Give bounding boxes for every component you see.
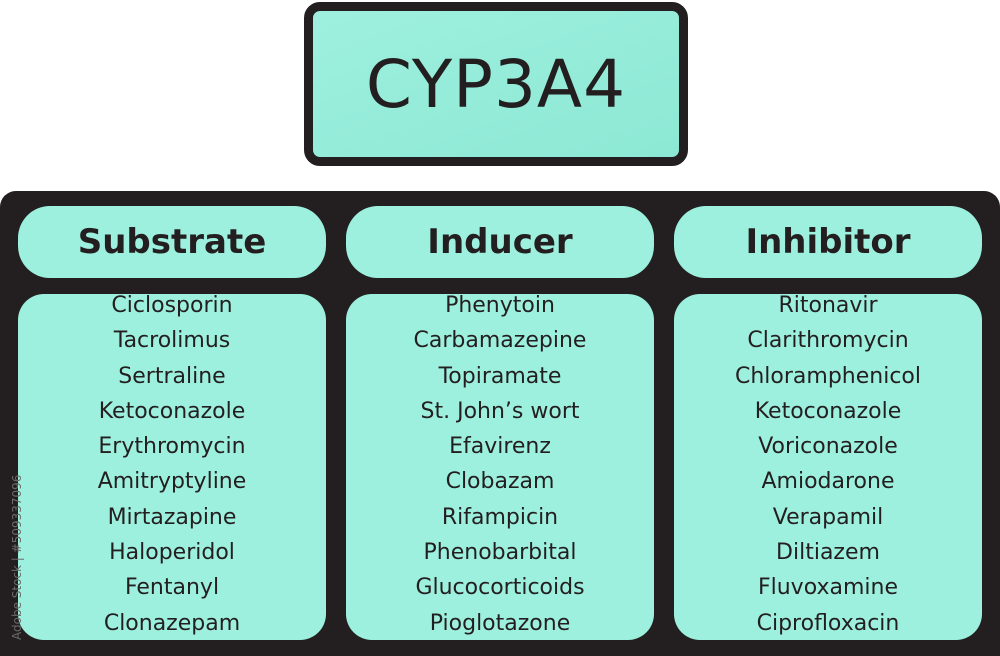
column-header: Substrate [77, 222, 267, 262]
drug-item: Fentanyl [124, 575, 220, 601]
drug-item: Sertraline [118, 363, 226, 389]
drug-list-box: Ciclosporin Tacrolimus Sertraline Ketoco… [18, 293, 326, 640]
drug-item: Ketoconazole [754, 398, 902, 424]
drug-item: Topiramate [438, 363, 562, 389]
drug-item: Haloperidol [109, 540, 235, 566]
stock-watermark: Adobe Stock | #509337096 [10, 474, 24, 640]
column-header-pill: Substrate [18, 206, 326, 278]
drug-item: Diltiazem [776, 540, 880, 566]
drug-list: Ciclosporin Tacrolimus Sertraline Ketoco… [18, 291, 326, 644]
drug-list-box: Ritonavir Clarithromycin Chloramphenicol… [674, 293, 982, 640]
column-header: Inhibitor [745, 222, 911, 262]
drug-item: Phenytoin [445, 293, 555, 318]
drug-item: Ciclosporin [111, 293, 233, 318]
drug-list-box: Phenytoin Carbamazepine Topiramate St. J… [346, 293, 654, 640]
drug-list: Ritonavir Clarithromycin Chloramphenicol… [674, 291, 982, 644]
category-panel: Substrate Ciclosporin Tacrolimus Sertral… [0, 191, 1000, 656]
drug-item: Carbamazepine [413, 328, 587, 354]
drug-item: Verapamil [772, 504, 884, 530]
drug-item: Phenobarbital [423, 540, 577, 566]
drug-item: Fluvoxamine [757, 575, 899, 601]
drug-item: Voriconazole [758, 434, 898, 460]
drug-item: Amiodarone [761, 469, 895, 495]
title-box: CYP3A4 [304, 2, 688, 166]
drug-item: Tacrolimus [113, 328, 231, 354]
column-substrate: Substrate Ciclosporin Tacrolimus Sertral… [18, 191, 326, 656]
drug-item: Clonazepam [103, 610, 241, 636]
drug-item: Clarithromycin [747, 328, 909, 354]
drug-item: Ketoconazole [98, 398, 246, 424]
drug-item: Amitryptyline [97, 469, 247, 495]
drug-item: Efavirenz [449, 434, 551, 460]
column-header-pill: Inhibitor [674, 206, 982, 278]
drug-item: Ciprofloxacin [756, 610, 900, 636]
drug-item: Ritonavir [778, 293, 878, 318]
drug-item: St. John’s wort [420, 398, 580, 424]
column-header-pill: Inducer [346, 206, 654, 278]
drug-item: Rifampicin [441, 504, 559, 530]
drug-item: Mirtazapine [107, 504, 237, 530]
diagram-title: CYP3A4 [365, 45, 627, 123]
column-inhibitor: Inhibitor Ritonavir Clarithromycin Chlor… [674, 191, 982, 656]
column-inducer: Inducer Phenytoin Carbamazepine Topirama… [346, 191, 654, 656]
drug-item: Pioglotazone [429, 610, 571, 636]
drug-item: Glucocorticoids [415, 575, 585, 601]
drug-list: Phenytoin Carbamazepine Topiramate St. J… [346, 291, 654, 644]
drug-item: Chloramphenicol [734, 363, 921, 389]
drug-item: Clobazam [445, 469, 555, 495]
drug-item: Erythromycin [98, 434, 246, 460]
column-header: Inducer [427, 222, 573, 262]
